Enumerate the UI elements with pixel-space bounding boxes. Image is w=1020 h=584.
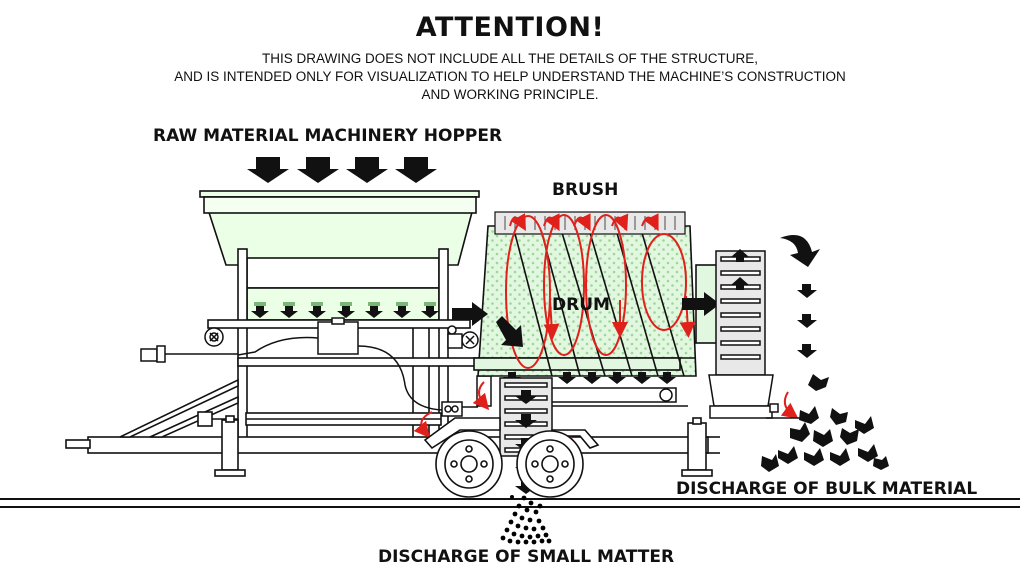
small-matter-pile: [500, 495, 552, 545]
hopper-label: RAW MATERIAL MACHINERY HOPPER: [153, 126, 503, 146]
notice-line-1: THIS DRAWING DOES NOT INCLUDE ALL THE DE…: [261, 51, 759, 66]
bulk-discharge-label: DISCHARGE OF BULK MATERIAL: [676, 479, 978, 499]
attention-title: ATTENTION!: [415, 12, 605, 43]
bulk-flow-arrows: [780, 235, 820, 358]
brush-label: BRUSH: [552, 180, 619, 200]
small-discharge-label: DISCHARGE OF SMALL MATTER: [378, 547, 675, 567]
bulk-material-pile: [761, 374, 889, 472]
elevator-up-arrows: [731, 249, 749, 290]
process-arrows: [452, 292, 720, 347]
notice-line-3: AND WORKING PRINCIPLE.: [421, 87, 599, 102]
bottom-conveyor: [547, 387, 688, 407]
wheels: [423, 417, 600, 498]
ground-lines: [0, 498, 1020, 508]
hopper-input-arrows: [247, 157, 437, 183]
raw-material-hopper: [199, 190, 480, 321]
hopper-outlet-arrows: [251, 305, 439, 318]
drum-label: DRUM: [552, 295, 610, 315]
bulk-discharge-elevator: [708, 250, 808, 419]
hopper-conveyor-marks: [254, 302, 436, 306]
notice-line-2: AND IS INTENDED ONLY FOR VISUALIZATION T…: [174, 69, 846, 84]
brush: [494, 211, 686, 235]
